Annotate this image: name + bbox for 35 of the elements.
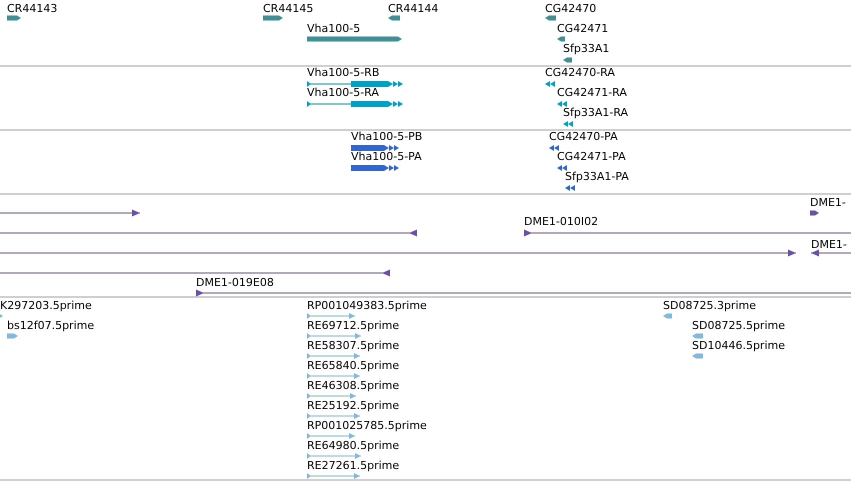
feature-label: RE64980.5prime	[307, 439, 400, 452]
feature-label: RE58307.5prime	[307, 339, 400, 352]
feature-label: SD08725.5prime	[692, 319, 785, 332]
feature-label: CR44143	[7, 2, 58, 15]
feature-label: DME1-010I02	[524, 215, 598, 228]
feature-label: RE27261.5prime	[307, 459, 400, 472]
feature-label: CR44145	[263, 2, 314, 15]
feature-label: CR44144	[388, 2, 438, 15]
feature-label: CG42471-RA	[557, 86, 627, 99]
feature-label: bs12f07.5prime	[7, 319, 94, 332]
feature-label: DME1-	[810, 196, 846, 209]
feature-label: SD10446.5prime	[692, 339, 785, 352]
feature-label: CG42471-PA	[557, 150, 626, 163]
feature-label: RE25192.5prime	[307, 399, 400, 412]
feature-label: CG42470-PA	[549, 130, 618, 143]
feature-label: CG42470	[545, 2, 596, 15]
feature-label: CG42471	[557, 22, 608, 35]
feature-label: Vha100-5-PA	[351, 150, 422, 163]
feature-label: Vha100-5	[307, 22, 360, 35]
feature-label: Sfp33A1-RA	[563, 106, 628, 119]
feature-label: RE65840.5prime	[307, 359, 400, 372]
feature-label: CG42470-RA	[545, 66, 615, 79]
feature-label: DME1-019E08	[196, 276, 274, 289]
feature-label: Vha100-5-RB	[307, 66, 380, 79]
feature-label: Vha100-5-RA	[307, 86, 379, 99]
feature-label: K297203.5prime	[0, 299, 92, 312]
feature-label: DME1-	[811, 238, 847, 251]
feature-label: Vha100-5-PB	[351, 130, 422, 143]
feature-label: RE69712.5prime	[307, 319, 400, 332]
feature-label: SD08725.3prime	[663, 299, 756, 312]
feature-label: Sfp33A1-PA	[565, 170, 629, 183]
feature-label: Sfp33A1	[563, 42, 610, 55]
feature-label: RP001049383.5prime	[307, 299, 427, 312]
feature-label: RE46308.5prime	[307, 379, 400, 392]
feature-label: RP001025785.5prime	[307, 419, 427, 432]
